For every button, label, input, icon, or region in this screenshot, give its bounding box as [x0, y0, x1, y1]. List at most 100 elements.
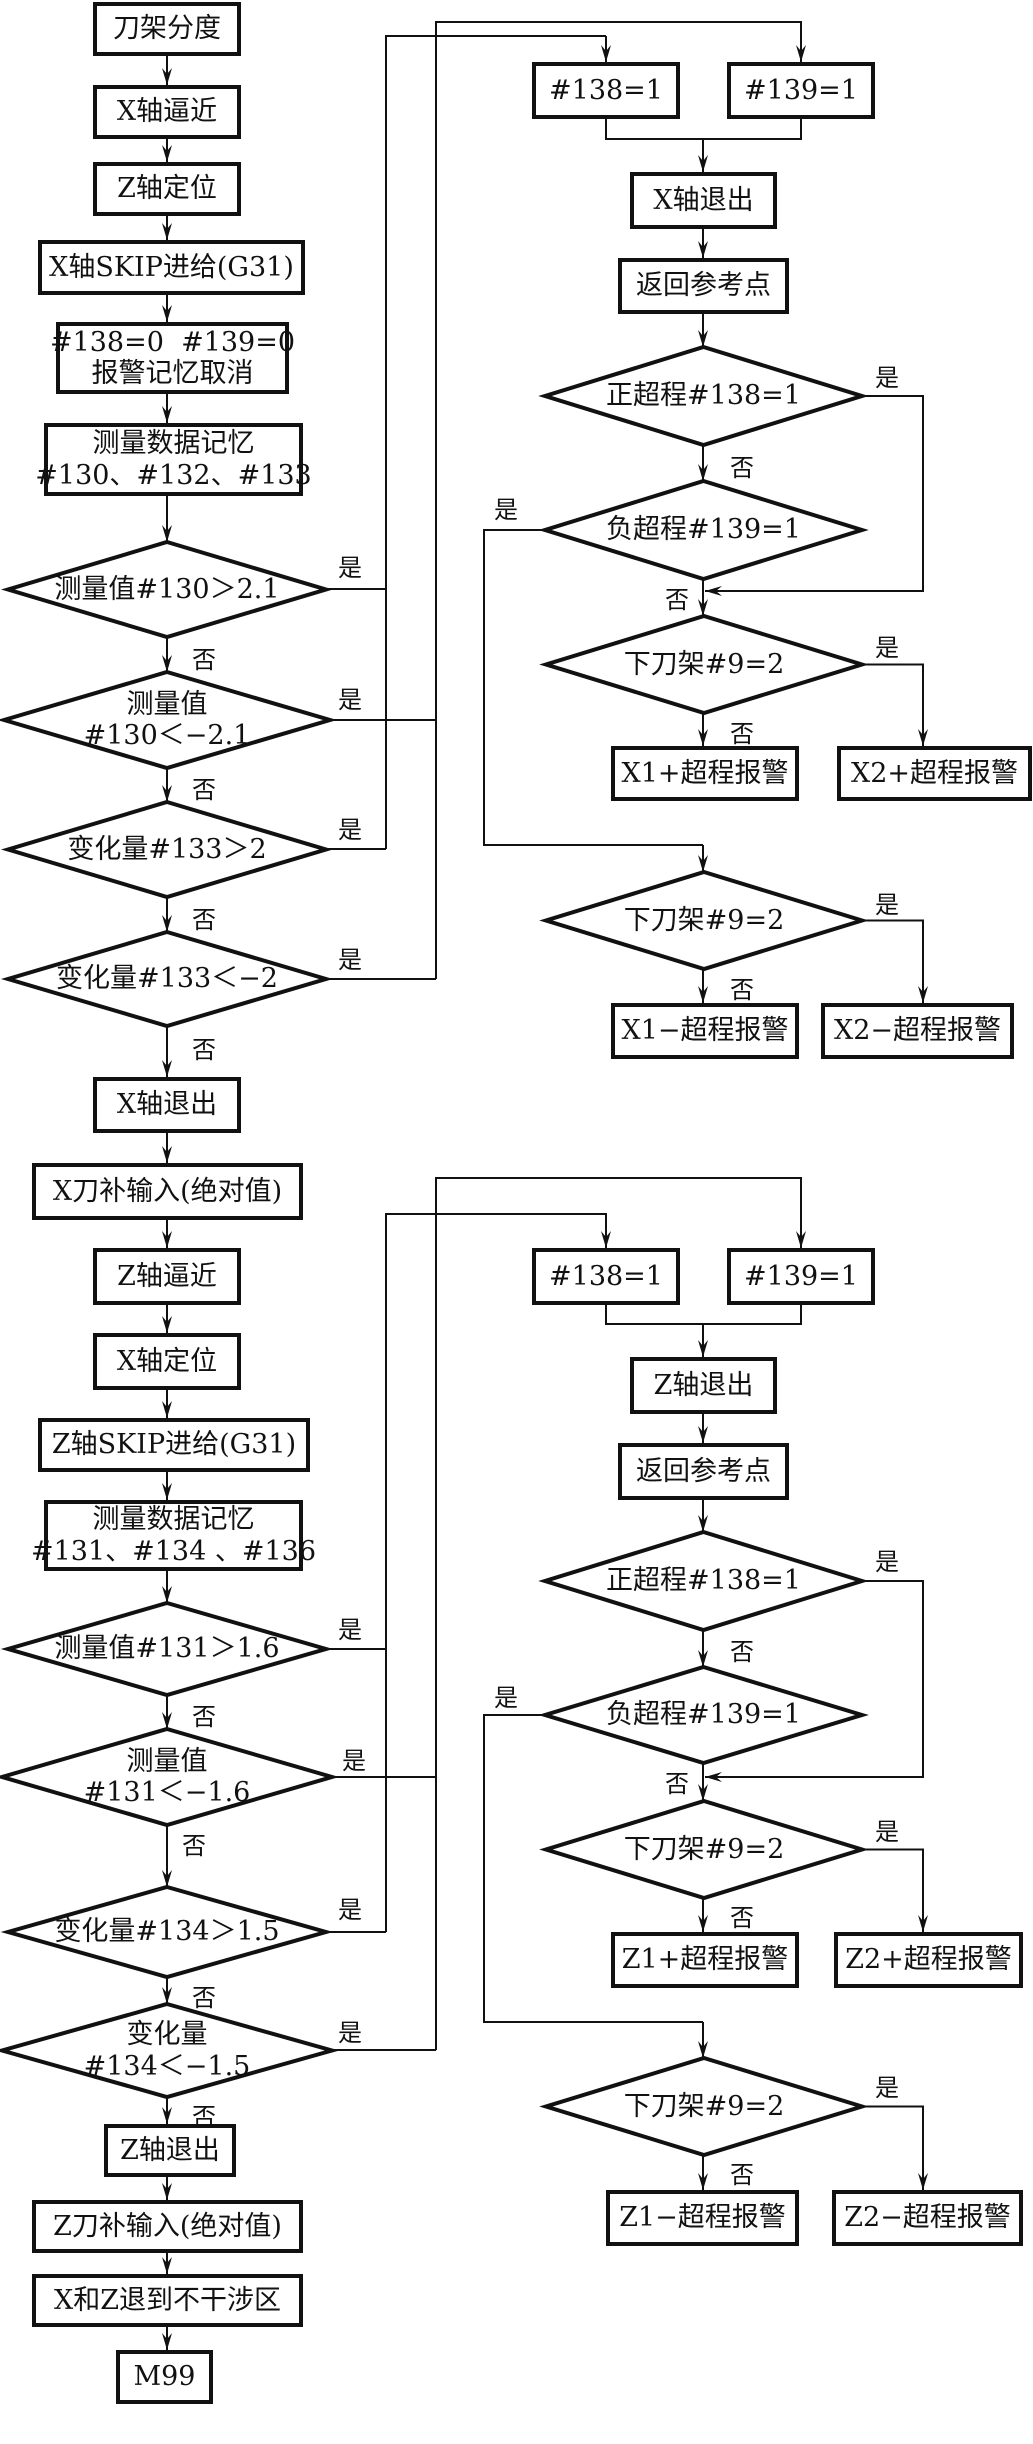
- no-label: 否: [730, 2161, 754, 2189]
- end-m99-box: M99: [116, 2350, 213, 2404]
- arrowhead-icon: [796, 1231, 806, 1248]
- yes-label: 是: [875, 891, 899, 919]
- arrowhead-icon: [162, 223, 172, 240]
- arrowhead-icon: [698, 1784, 708, 1801]
- arrowhead-icon: [918, 2173, 928, 2190]
- x-neg-overtravel-diamond: [538, 478, 869, 582]
- no-label: 否: [192, 1984, 216, 2012]
- arrowhead-icon: [162, 2107, 172, 2124]
- yes-line: [483, 1714, 703, 2023]
- yes-line: [385, 1213, 607, 1932]
- no-label: 否: [730, 1904, 754, 1932]
- arrowhead-icon: [162, 1231, 172, 1248]
- x-offset-input-box: X刀补输入(绝对值): [32, 1163, 303, 1220]
- xz-retract-box: X和Z退到不干涉区: [32, 2274, 303, 2327]
- z-neg-overtravel-diamond: [538, 1664, 869, 1766]
- z-data-memory-box: 测量数据记忆 #131、#134 、#136: [31, 1500, 316, 1571]
- yes-line: [862, 663, 924, 746]
- z-set139-box: #139=1: [727, 1248, 875, 1305]
- z-return-ref-box: 返回参考点: [618, 1443, 789, 1500]
- x-return-ref-box: 返回参考点: [618, 258, 789, 314]
- z1-minus-alarm-box: Z1−超程报警: [606, 2190, 799, 2246]
- no-label: 否: [730, 720, 754, 748]
- yes-line: [435, 21, 802, 979]
- x-pos-overtravel-diamond: [538, 344, 869, 448]
- arrowhead-icon: [698, 986, 708, 1003]
- z1-plus-alarm-box: Z1+超程报警: [611, 1932, 799, 1988]
- arrowhead-icon: [698, 1650, 708, 1667]
- merge-line: [605, 1305, 802, 1325]
- yes-line: [483, 529, 703, 846]
- no-label: 否: [730, 1638, 754, 1666]
- arrowhead-icon: [918, 1915, 928, 1932]
- z2-plus-alarm-box: Z2+超程报警: [834, 1932, 1023, 1988]
- arrowhead-icon: [162, 655, 172, 672]
- arrowhead-icon: [705, 586, 722, 596]
- z-lower-turret-b-diamond: [539, 2055, 869, 2158]
- decision-z4-diamond: [0, 2001, 340, 2100]
- yes-line: [862, 1848, 924, 1932]
- arrowhead-icon: [698, 2173, 708, 2190]
- yes-label: 是: [338, 816, 362, 844]
- z-retract-box: Z轴退出: [104, 2124, 236, 2177]
- x1-plus-alarm-box: X1+超程报警: [611, 746, 799, 801]
- no-label: 否: [192, 1036, 216, 1064]
- x-lower-turret-b-diamond: [539, 869, 869, 972]
- arrowhead-icon: [162, 68, 172, 85]
- x-branch-retract-box: X轴退出: [630, 172, 777, 229]
- no-label: 否: [730, 976, 754, 1004]
- yes-line: [705, 395, 924, 592]
- arrowhead-icon: [698, 1340, 708, 1357]
- x-set139-box: #139=1: [727, 62, 875, 119]
- arrowhead-icon: [162, 2183, 172, 2200]
- arrowhead-icon: [698, 464, 708, 481]
- arrowhead-icon: [162, 525, 172, 542]
- arrowhead-icon: [162, 1146, 172, 1163]
- z-pos-overtravel-diamond: [538, 1529, 869, 1633]
- x-lower-turret-a-diamond: [539, 613, 869, 716]
- z-lower-turret-a-diamond: [539, 1798, 869, 1901]
- z-branch-retract-box: Z轴退出: [630, 1357, 777, 1414]
- arrowhead-icon: [162, 406, 172, 423]
- arrowhead-icon: [705, 1772, 722, 1782]
- x-set138-box: #138=1: [532, 62, 680, 119]
- z-skip-feed-box: Z轴SKIP进给(G31): [38, 1418, 310, 1472]
- no-label: 否: [192, 906, 216, 934]
- yes-label: 是: [875, 634, 899, 662]
- decision-x1-diamond: [1, 539, 333, 640]
- arrowhead-icon: [162, 1586, 172, 1603]
- arrowhead-icon: [698, 855, 708, 872]
- x-retract-box: X轴退出: [93, 1077, 241, 1133]
- no-label: 否: [192, 776, 216, 804]
- arrowhead-icon: [796, 45, 806, 62]
- x-data-memory-box: 测量数据记忆 #130、#132、#133: [35, 423, 312, 496]
- no-label: 否: [730, 454, 754, 482]
- yes-line: [385, 35, 606, 849]
- alarm-reset-box: #138=0 #139=0 报警记忆取消: [50, 322, 295, 394]
- yes-label: 是: [875, 1548, 899, 1576]
- arrowhead-icon: [162, 305, 172, 322]
- x-position-box: X轴定位: [93, 1333, 241, 1390]
- yes-label: 是: [494, 496, 518, 524]
- arrowhead-icon: [698, 155, 708, 172]
- no-label: 否: [192, 1703, 216, 1731]
- decision-z1-diamond: [0, 1600, 334, 1698]
- arrowhead-icon: [162, 1987, 172, 2004]
- arrowhead-icon: [162, 1870, 172, 1887]
- arrowhead-icon: [162, 785, 172, 802]
- no-label: 否: [665, 586, 689, 614]
- yes-label: 是: [338, 2019, 362, 2047]
- no-label: 否: [192, 646, 216, 674]
- z-offset-input-box: Z刀补输入(绝对值): [32, 2200, 303, 2253]
- yes-label: 是: [338, 1896, 362, 1924]
- arrowhead-icon: [162, 2257, 172, 2274]
- arrowhead-icon: [162, 1316, 172, 1333]
- z2-minus-alarm-box: Z2−超程报警: [832, 2190, 1023, 2246]
- yes-line: [862, 2105, 924, 2190]
- arrowhead-icon: [162, 2333, 172, 2350]
- decision-x4-diamond: [0, 929, 334, 1029]
- yes-label: 是: [494, 1684, 518, 1712]
- arrowhead-icon: [698, 1915, 708, 1932]
- yes-label: 是: [338, 946, 362, 974]
